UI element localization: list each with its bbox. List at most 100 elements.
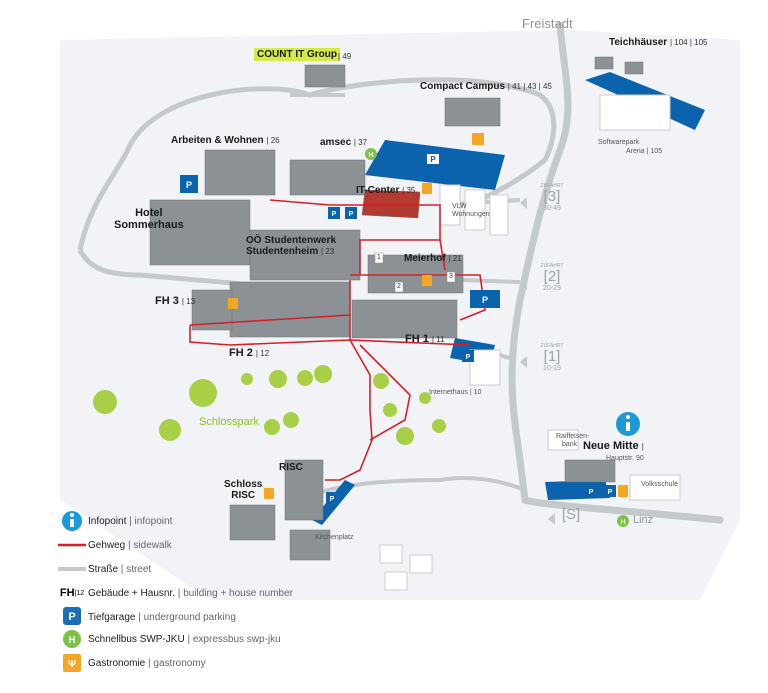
label-wohnungen: Wohnungen (452, 211, 490, 218)
building-it-center (361, 189, 421, 219)
road-loop-north (127, 77, 557, 203)
parking-sign-text: P (466, 354, 471, 361)
building-neue-mitte (564, 459, 616, 483)
gastronomy-marker (228, 298, 238, 309)
sidewalk-line-icon (56, 534, 88, 556)
parking-lot-it-center (365, 140, 505, 190)
info-icon (56, 510, 88, 532)
building-volksschule (629, 474, 681, 501)
label-raiffeisen-1: Raiffeisen- (556, 433, 590, 440)
tree (383, 403, 397, 417)
label-linz: Linz (633, 514, 654, 526)
tree (241, 373, 253, 385)
tree (373, 373, 389, 389)
entrance-arrow-s (548, 513, 555, 525)
label-risc: RISC (279, 462, 303, 473)
gastronomy-icon (56, 652, 88, 674)
tree (269, 370, 287, 388)
gastronomy-marker (422, 275, 432, 286)
legend-building-number: FH|12 Gebäude + Hausnr. | building + hou… (56, 582, 386, 604)
building-schloss (229, 504, 276, 541)
building-softwarepark-arena (599, 94, 671, 131)
parking-sign-text: P (608, 489, 613, 496)
legend-gastro-icon (63, 654, 81, 672)
bus-stop-linz (617, 515, 629, 527)
gastronomy-marker (472, 133, 484, 145)
tree (297, 370, 313, 386)
tree (159, 419, 181, 441)
label-arbeiten-wohnen: Arbeiten & Wohnen | 26 (171, 135, 280, 146)
legend-infopoint: Infopoint | infopoint (56, 510, 386, 532)
building-marker-3-text: 3 (449, 273, 453, 280)
svg-text:Ψ: Ψ (68, 659, 76, 670)
main-road (508, 21, 724, 524)
sidewalk (189, 314, 351, 326)
tree (419, 392, 431, 404)
label-kirchenplatz: Kirchenplatz (315, 534, 354, 541)
label-vlw: VLW (452, 203, 467, 210)
label-count-it: COUNT IT Group (254, 48, 340, 61)
parking-sign-text: P (349, 211, 354, 218)
label-it-center: IT-Center | 35 (356, 185, 416, 196)
parking-lot-neue-mitte (545, 480, 610, 500)
building-marker-1 (374, 252, 384, 264)
label-arena: Arena | 105 (626, 148, 663, 155)
building-hotel-sommerhaus (149, 199, 251, 266)
building-number-icon: FH|12 (59, 587, 85, 599)
sidewalk (439, 239, 446, 271)
label-internethaus: Internethaus | 10 (429, 389, 482, 396)
building-south-3 (384, 571, 408, 591)
tree (189, 379, 217, 407)
label-schlosspark: Schlosspark (199, 416, 259, 428)
tree (264, 419, 280, 435)
label-compact-campus: Compact Campus | 41 | 43 | 45 (420, 81, 552, 92)
entrance-s: [S] (561, 506, 581, 523)
tree (314, 365, 332, 383)
building-amsec (289, 159, 366, 196)
building-kirchenplatz (289, 529, 331, 561)
road-south (299, 476, 526, 502)
label-teichhaeuser: Teichhäuser | 104 | 105 (609, 37, 708, 48)
building-fh1 (351, 299, 458, 339)
legend-parking: Tiefgarage | underground parking (56, 606, 386, 628)
label-count-it-num: | 49 (338, 52, 352, 61)
gastronomy-marker (422, 183, 432, 194)
building-teichhaeuser-2 (624, 61, 644, 75)
building-teichhaeuser-1 (594, 56, 614, 70)
tree (432, 419, 446, 433)
label-amsec: amsec | 37 (320, 137, 368, 148)
label-hauptstr: Hauptstr. 90 (606, 455, 644, 462)
building-marker-1-text: 1 (377, 254, 381, 261)
building-internethaus (469, 349, 501, 386)
building-marker-3 (446, 271, 456, 283)
label-volksschule: Volksschule (641, 481, 678, 488)
tree (93, 390, 117, 414)
svg-text:H: H (620, 519, 625, 526)
building-marker-2-text: 2 (397, 283, 401, 290)
label-softwarepark: Softwarepark (598, 139, 640, 146)
entrance-1: ZUFAHRT [1] 10-19 (540, 343, 564, 372)
building-south-2 (409, 554, 433, 574)
svg-text:H: H (368, 152, 373, 159)
underground-parking-icon (56, 606, 88, 628)
entrance-3: ZUFAHRT [3] 30-49 (540, 183, 564, 212)
sidewalk (325, 339, 373, 481)
sidewalk (189, 325, 471, 346)
entrance-2: ZUFAHRT [2] 20-29 (540, 263, 564, 292)
label-fh3: FH 3 | 13 (155, 295, 196, 307)
parking-sign-text: P (589, 489, 594, 496)
building-marker-2 (394, 281, 404, 293)
label-raiffeisen-2: bank (562, 441, 578, 448)
building-compact-campus (444, 97, 501, 127)
tree (283, 412, 299, 428)
entrance-arrow-2 (520, 278, 527, 290)
label-neue-mitte: Neue Mitte | (583, 440, 644, 452)
svg-text:H: H (68, 635, 75, 646)
svg-text:P: P (68, 611, 75, 623)
legend-bus-icon (63, 630, 81, 648)
building-fh3 (229, 281, 351, 338)
label-fh1: FH 1 | 11 (405, 333, 445, 345)
legend-street: Straße | street (56, 558, 386, 580)
